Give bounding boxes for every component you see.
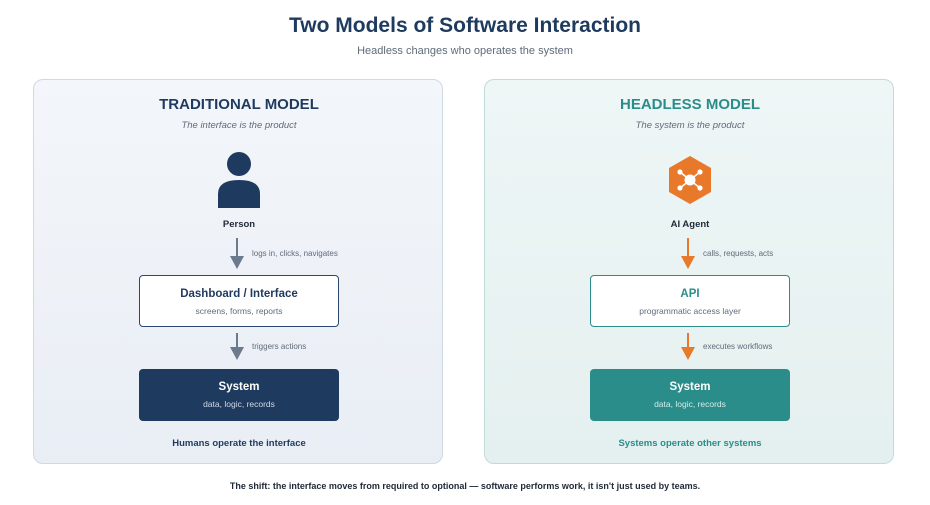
down-arrow-icon: [229, 333, 245, 361]
actor-label: Person: [222, 219, 256, 230]
arrow-label: calls, requests, acts: [703, 249, 774, 258]
panel-title: TRADITIONAL MODEL: [159, 96, 319, 113]
arrow-label: triggers actions: [252, 342, 307, 351]
box-description: screens, forms, reports: [195, 306, 283, 316]
panel-tagline: The system is the product: [635, 120, 745, 131]
ai-agent-hexagon-icon: [666, 150, 714, 210]
down-arrow-icon: [680, 238, 696, 270]
box-title: System: [218, 381, 260, 393]
person-icon: [215, 150, 263, 210]
api-box: API programmatic access layer: [590, 275, 790, 327]
box-title: System: [669, 381, 711, 393]
system-box: System data, logic, records: [590, 369, 790, 421]
down-arrow-icon: [229, 238, 245, 270]
system-box: System data, logic, records: [139, 369, 339, 421]
arrow-label: executes workflows: [703, 342, 773, 351]
box-title: API: [680, 288, 700, 300]
panel-tagline: The interface is the product: [181, 120, 297, 131]
actor-label: AI Agent: [670, 219, 710, 230]
box-title: Dashboard / Interface: [180, 288, 298, 300]
box-description: data, logic, records: [203, 399, 275, 409]
headless-model-panel: HEADLESS MODEL The system is the product…: [484, 79, 894, 464]
arrow-label: logs in, clicks, navigates: [252, 249, 338, 258]
bottom-note: The shift: the interface moves from requ…: [229, 481, 701, 491]
panel-footer: Systems operate other systems: [618, 438, 762, 449]
dashboard-interface-box: Dashboard / Interface screens, forms, re…: [139, 275, 339, 327]
down-arrow-icon: [680, 333, 696, 361]
traditional-model-panel: TRADITIONAL MODEL The interface is the p…: [33, 79, 443, 464]
box-description: programmatic access layer: [639, 306, 741, 316]
page-title: Two Models of Software Interaction: [289, 14, 641, 37]
page-subtitle: Headless changes who operates the system: [357, 45, 573, 57]
panel-title: HEADLESS MODEL: [619, 96, 760, 113]
box-description: data, logic, records: [654, 399, 726, 409]
panel-footer: Humans operate the interface: [172, 438, 306, 449]
